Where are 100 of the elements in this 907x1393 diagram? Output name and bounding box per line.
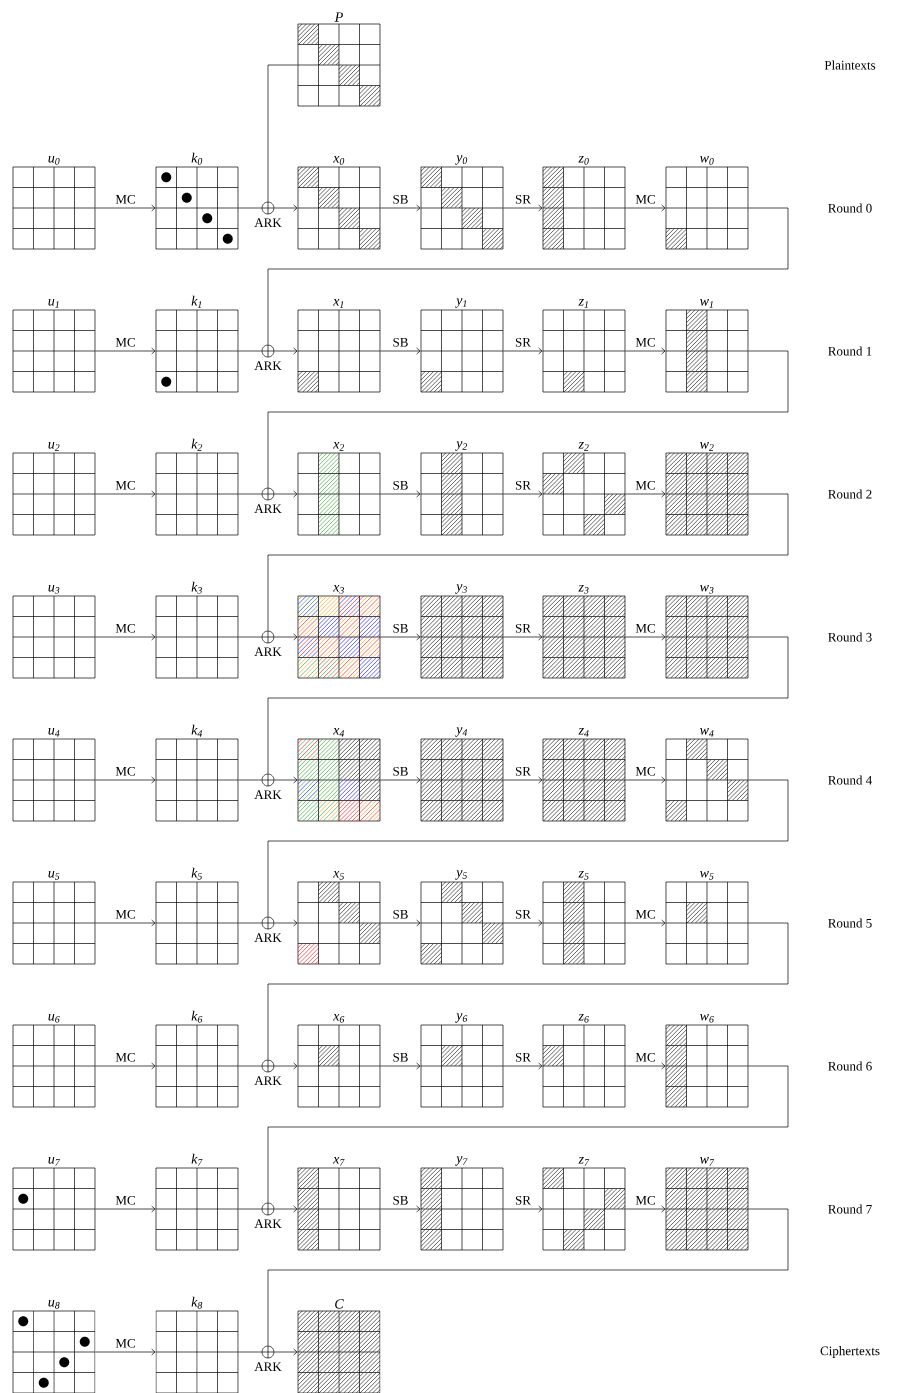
arrow: [274, 1062, 298, 1070]
grid-heading: k$_{4}$: [191, 724, 203, 737]
row-label: Round 5: [828, 918, 872, 928]
edge-label: MC: [115, 909, 135, 919]
edge-label: MC: [635, 480, 655, 490]
grid-heading: u$_{0}$: [48, 156, 60, 165]
edge-label: MC: [635, 1195, 655, 1205]
edge-label: MC: [635, 194, 655, 204]
grid-heading: w$_{2}$: [699, 442, 714, 451]
grid-heading: k$_{3}$: [191, 581, 202, 594]
edge-label: MC: [115, 194, 135, 204]
operation-label: ARK: [254, 361, 282, 370]
arrow: [95, 490, 156, 498]
grid-heading: w$_{6}$: [699, 1013, 714, 1023]
connector-line: [238, 922, 262, 924]
edge-label: SR: [515, 194, 531, 204]
grid-heading: k$_{2}$: [191, 438, 203, 451]
connector-line: [267, 636, 789, 774]
edge-label: SR: [515, 766, 531, 776]
arrow: [503, 1062, 543, 1070]
edge-label: SR: [515, 1195, 531, 1205]
arrow: [625, 1205, 666, 1213]
arrow: [625, 776, 666, 784]
grid-heading: u$_{8}$: [48, 1299, 60, 1309]
operation-label: ARK: [254, 1362, 282, 1371]
grid-heading: z$_{5}$: [578, 870, 589, 880]
arrow: [503, 204, 543, 212]
grid-heading: y$_{3}$: [455, 584, 467, 594]
grid-heading: u$_{3}$: [48, 584, 60, 594]
grid-heading: u$_{4}$: [48, 728, 60, 737]
arrow: [95, 633, 156, 641]
edge-label: MC: [635, 623, 655, 633]
edge-label: MC: [635, 766, 655, 776]
arrow: [380, 633, 421, 641]
grid-heading: k$_{6}$: [191, 1010, 203, 1023]
grid-heading: z$_{6}$: [578, 1013, 589, 1023]
grid-heading: z$_{4}$: [578, 728, 589, 737]
edge-label: SB: [393, 909, 408, 919]
operation-label: ARK: [254, 1076, 282, 1085]
grid-heading: w$_{5}$: [699, 870, 714, 880]
grid-heading: y$_{6}$: [455, 1013, 468, 1023]
grid-heading: y$_{4}$: [455, 727, 468, 737]
edge-label: MC: [115, 1338, 135, 1348]
grid-heading: C: [335, 1299, 344, 1309]
edge-label: SB: [393, 337, 408, 347]
arrow: [625, 347, 666, 355]
row-label: Round 2: [828, 489, 872, 499]
grid-heading: x$_{2}$: [333, 442, 345, 451]
arrow: [274, 919, 298, 927]
grid-heading: y$_{0}$: [455, 155, 468, 165]
grid-heading: z$_{3}$: [578, 584, 589, 594]
operation-label: ARK: [254, 790, 282, 799]
edge-label: MC: [115, 766, 135, 776]
edge-label: SB: [393, 194, 408, 204]
edge-label: MC: [635, 1052, 655, 1062]
arrow: [380, 1062, 421, 1070]
arrow: [274, 490, 298, 498]
edge-label: SB: [393, 623, 408, 633]
arrow: [95, 1062, 156, 1070]
grid-heading: k$_{1}$: [191, 295, 202, 308]
arrow: [95, 1348, 156, 1356]
arrow: [503, 633, 543, 641]
grid-heading: z$_{7}$: [578, 1157, 590, 1166]
grid-heading: z$_{0}$: [578, 156, 589, 165]
arrow: [503, 776, 543, 784]
edge-label: SR: [515, 1052, 531, 1062]
edge-label: SB: [393, 766, 408, 776]
grid-heading: x$_{7}$: [333, 1157, 345, 1166]
connector-line: [238, 207, 262, 209]
arrow: [625, 204, 666, 212]
grid-heading: z$_{1}$: [578, 299, 588, 308]
edge-label: SB: [393, 480, 408, 490]
grid-heading: k$_{7}$: [191, 1153, 203, 1166]
edge-label: MC: [115, 1052, 135, 1062]
grid-heading: u$_{1}$: [48, 299, 59, 308]
row-label: Round 4: [828, 775, 872, 785]
grid-heading: w$_{4}$: [699, 728, 714, 737]
operation-label: ARK: [254, 647, 282, 656]
grid-heading: w$_{3}$: [699, 584, 714, 594]
edge-label: SR: [515, 623, 531, 633]
grid-heading: k$_{0}$: [191, 152, 203, 165]
grid-heading: x$_{0}$: [333, 156, 345, 165]
connector-line: [267, 64, 298, 202]
grid-heading: k$_{5}$: [191, 867, 202, 880]
grid-heading: w$_{0}$: [699, 156, 714, 165]
connector-line: [267, 922, 789, 1060]
grid-heading: x$_{4}$: [333, 728, 345, 737]
arrow: [503, 347, 543, 355]
grid-heading: x$_{6}$: [333, 1013, 345, 1023]
grid-heading: z$_{2}$: [578, 442, 589, 451]
arrow: [380, 204, 421, 212]
row-label: Round 6: [828, 1061, 872, 1071]
grid-heading: u$_{6}$: [48, 1013, 60, 1023]
arrow: [503, 919, 543, 927]
arrow: [503, 490, 543, 498]
connector-line: [267, 1208, 789, 1346]
operation-label: ARK: [254, 504, 282, 513]
arrow: [625, 919, 666, 927]
arrow: [95, 919, 156, 927]
grid-heading: P: [334, 12, 343, 22]
